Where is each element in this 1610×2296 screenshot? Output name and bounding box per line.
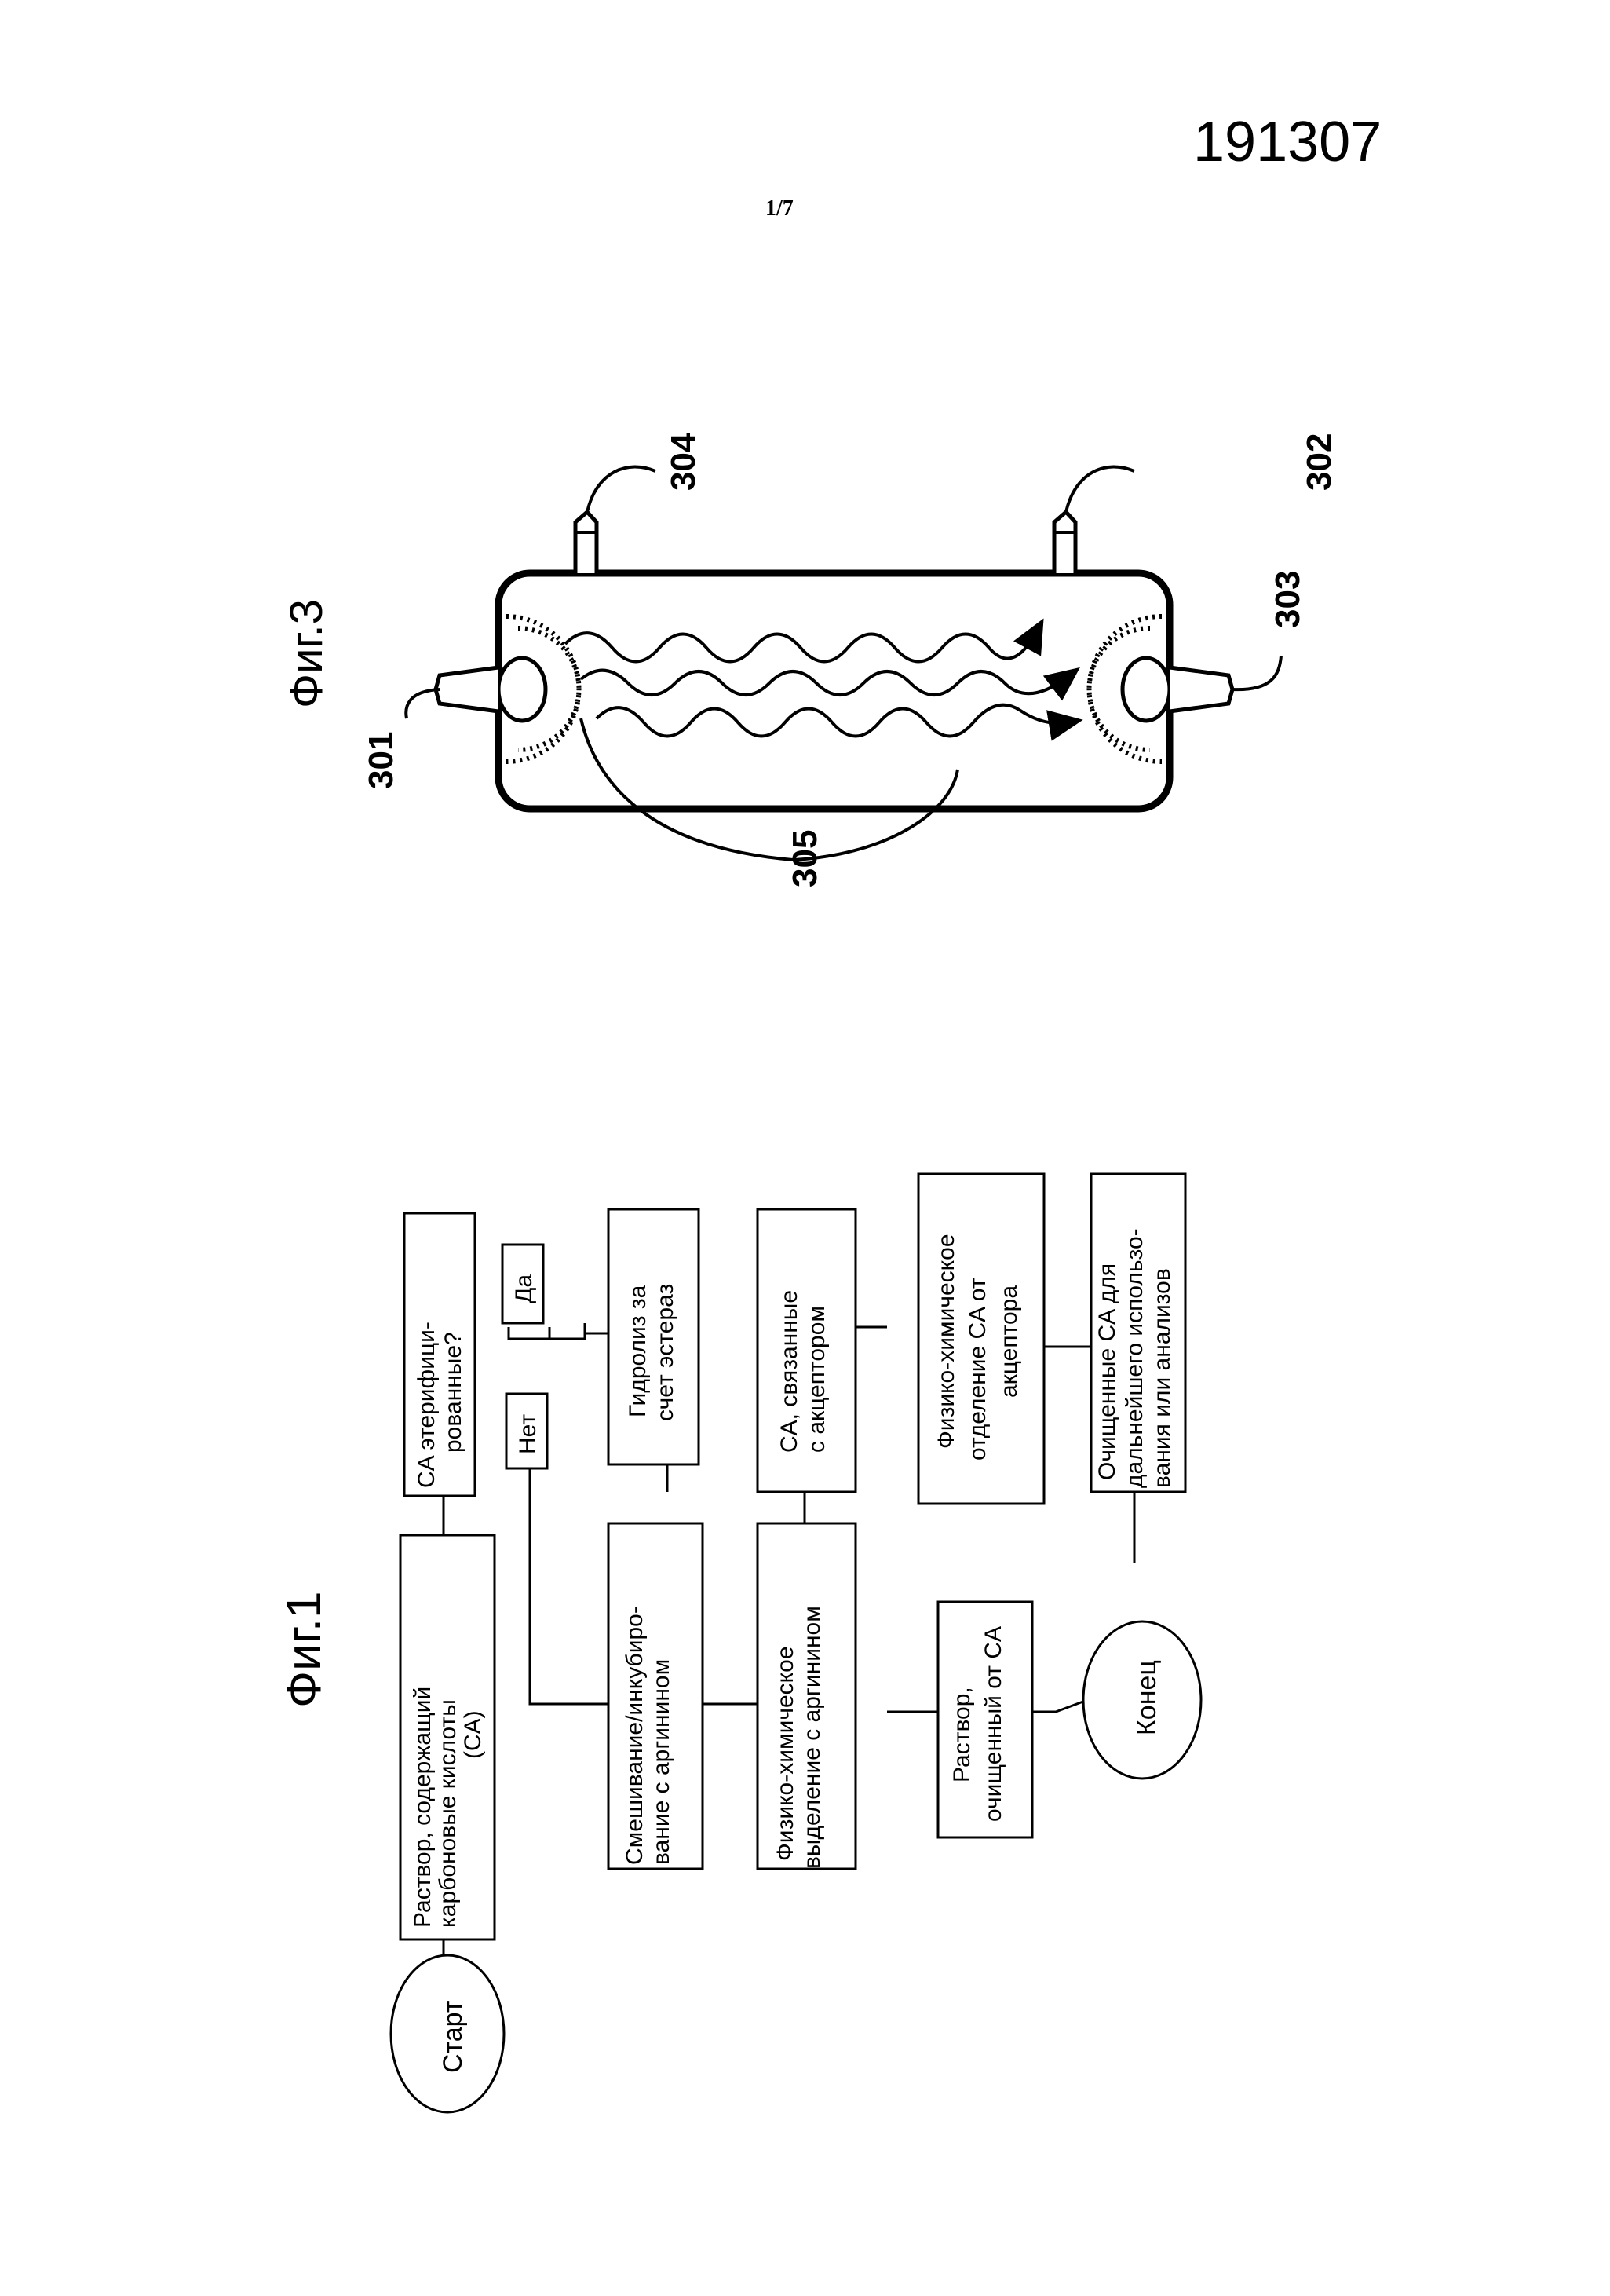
box-question-line1: CA этерифици- — [414, 1322, 440, 1488]
label-303: 303 — [1269, 571, 1307, 628]
box-mixing — [607, 1522, 704, 1870]
box-purified — [1090, 1172, 1187, 1493]
label-302: 302 — [1300, 433, 1338, 491]
inlet-cap-301 — [433, 614, 582, 764]
label-305: 305 — [786, 830, 824, 887]
box-cleaned — [936, 1600, 1034, 1839]
box-hydrolysis-line1: Гидролиз за — [625, 1285, 651, 1417]
connector — [549, 1323, 586, 1340]
box-yes — [501, 1243, 545, 1325]
fig3-caption: Фиг.3 — [281, 599, 332, 708]
box-solution-line3: (CA) — [460, 1710, 486, 1759]
box-acceptor-sep-line3: акцептора — [996, 1285, 1022, 1398]
no-label: Нет — [515, 1414, 541, 1454]
box-bound-line1: CA, связанные — [776, 1290, 802, 1453]
fig1-flowchart: Фиг.1 Старт Раствор, содержащий карбонов… — [277, 1172, 1203, 2114]
box-question-line2: рованные? — [440, 1332, 466, 1453]
sheet-number: 1/7 — [765, 196, 794, 221]
box-question — [403, 1212, 476, 1497]
end-label: Конец — [1132, 1660, 1162, 1735]
box-solution-line2: карбоновые кислоты — [435, 1699, 461, 1928]
document-number: 191307 — [1193, 111, 1382, 174]
box-purified-line2: дальнейшего использо- — [1122, 1228, 1148, 1488]
box-hydrolysis-line2: счет эстераз — [652, 1284, 678, 1421]
box-purified-line3: вания или анализов — [1149, 1268, 1175, 1488]
box-phys-sep-line1: Физико-химическое — [772, 1646, 798, 1861]
connector — [507, 1327, 549, 1340]
box-phys-sep-line2: выделение с аргинином — [799, 1606, 825, 1869]
box-cleaned-line2: очищенный от CA — [980, 1626, 1006, 1822]
box-mixing-line2: вание с аргинином — [648, 1659, 674, 1865]
box-bound-line2: с акцептором — [804, 1306, 830, 1453]
fig1-caption: Фиг.1 — [277, 1591, 331, 1708]
end-terminal — [1082, 1620, 1203, 1780]
box-cleaned-line1: Раствор, — [949, 1687, 975, 1782]
box-purified-line1: Очищенные CA для — [1094, 1263, 1120, 1480]
box-solution — [399, 1534, 496, 1941]
box-mixing-line1: Смешивание/инкубиро- — [622, 1606, 648, 1865]
start-label: Старт — [438, 2001, 468, 2073]
box-no — [505, 1392, 549, 1470]
box-hydrolysis — [607, 1208, 700, 1466]
port-302 — [1052, 509, 1078, 573]
label-301: 301 — [362, 732, 400, 789]
column-body — [495, 569, 1174, 813]
box-bound — [756, 1208, 857, 1493]
label-304: 304 — [664, 433, 703, 491]
start-terminal — [389, 1954, 506, 2114]
port-304 — [573, 509, 599, 573]
box-acceptor-sep-line2: отделение CA от — [965, 1278, 991, 1461]
box-solution-line1: Раствор, содержащий — [410, 1687, 436, 1928]
yes-label: Да — [511, 1274, 537, 1303]
fig3-diagram: Фиг.3 — [281, 433, 1338, 887]
flow-lines — [404, 465, 1283, 861]
box-acceptor-sep-line1: Физико-химическое — [933, 1234, 959, 1449]
box-acceptor-sep — [917, 1172, 1046, 1505]
box-phys-sep — [756, 1522, 857, 1870]
